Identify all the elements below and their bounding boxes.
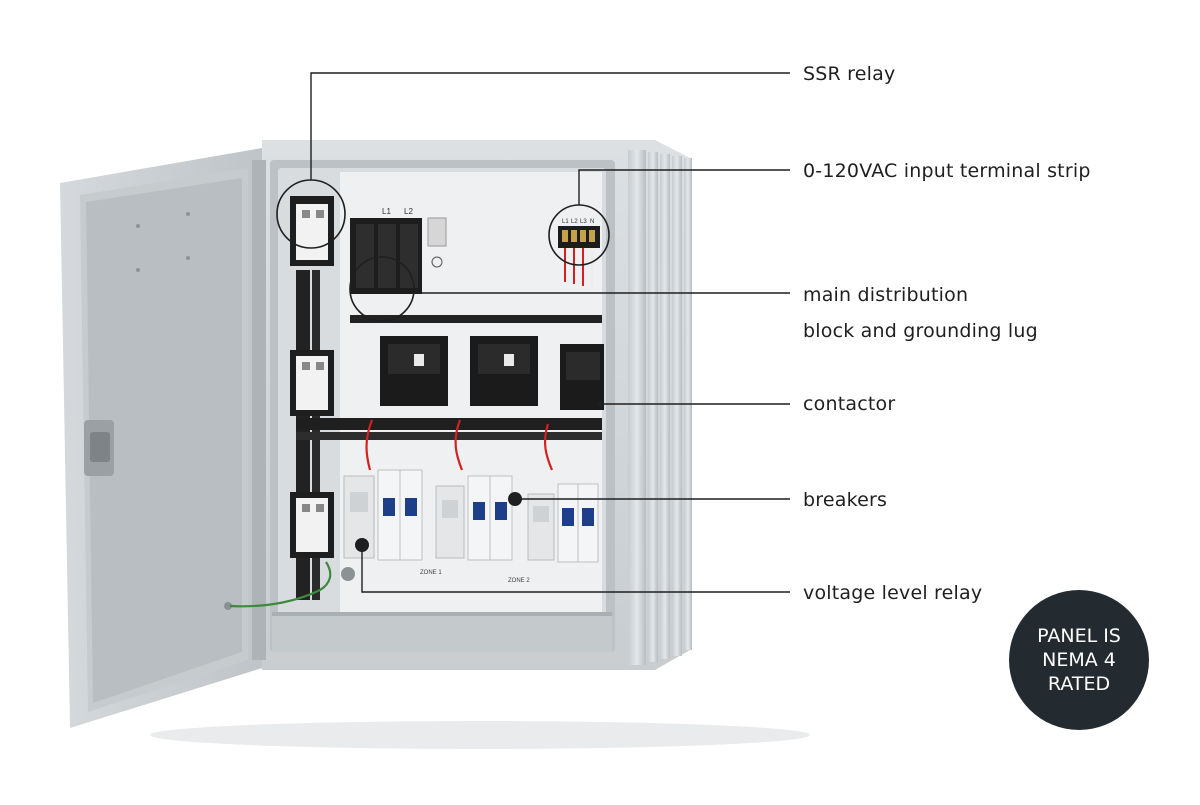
ssr-relay-3 [290, 492, 334, 558]
leader-lines [310, 72, 790, 593]
label-contactor: contactor [803, 393, 896, 415]
grounding-lug [427, 217, 447, 268]
zone-2-label: ZONE 2 [508, 578, 530, 584]
leader-line-voltage-relay [361, 545, 790, 593]
badge-line-1: PANEL IS [1037, 625, 1121, 647]
badge-line-3: RATED [1047, 673, 1111, 695]
nema-rating-badge: PANEL IS NEMA 4 RATED [1009, 590, 1149, 730]
leader-line-ssr [310, 72, 790, 180]
terminal-label-l1: L1 [562, 219, 569, 225]
breaker-pair-1 [377, 469, 423, 561]
terminal-label-l3: L3 [580, 219, 587, 225]
input-terminal-strip: L1 L2 L3 N [558, 219, 600, 288]
label-ssr-relay: SSR relay [803, 63, 896, 85]
main-distribution-block: L1 L2 [350, 207, 422, 294]
floor-shadow [150, 721, 810, 749]
label-voltage-level-relay: voltage level relay [803, 582, 983, 604]
label-main-distribution: main distribution [803, 284, 969, 306]
ssr-relay-1 [290, 196, 334, 266]
contactor-1 [380, 336, 448, 406]
door-latch [84, 420, 114, 476]
breaker-pair-2 [467, 475, 513, 561]
block-label-l1: L1 [382, 207, 391, 216]
ground-wire [229, 561, 355, 608]
contactor-3 [560, 344, 604, 410]
zone-1-label: ZONE 1 [420, 570, 442, 576]
terminal-label-n: N [590, 219, 594, 225]
voltage-level-relay-2 [435, 485, 465, 559]
badge-line-2: NEMA 4 [1042, 649, 1116, 671]
voltage-level-relay-3 [527, 493, 555, 561]
leader-line-terminal [578, 169, 790, 205]
label-grounding-lug: block and grounding lug [803, 320, 1038, 342]
label-input-terminal-strip: 0-120VAC input terminal strip [803, 160, 1091, 182]
red-wires [365, 419, 554, 471]
ssr-relay-2 [290, 350, 334, 416]
contactor-2 [470, 336, 538, 406]
label-breakers: breakers [803, 489, 888, 511]
block-label-l2: L2 [404, 207, 413, 216]
callout-circle-distribution [349, 256, 415, 322]
terminal-label-l2: L2 [571, 219, 578, 225]
breaker-pair-3 [557, 483, 599, 563]
enclosure-door [60, 148, 262, 728]
